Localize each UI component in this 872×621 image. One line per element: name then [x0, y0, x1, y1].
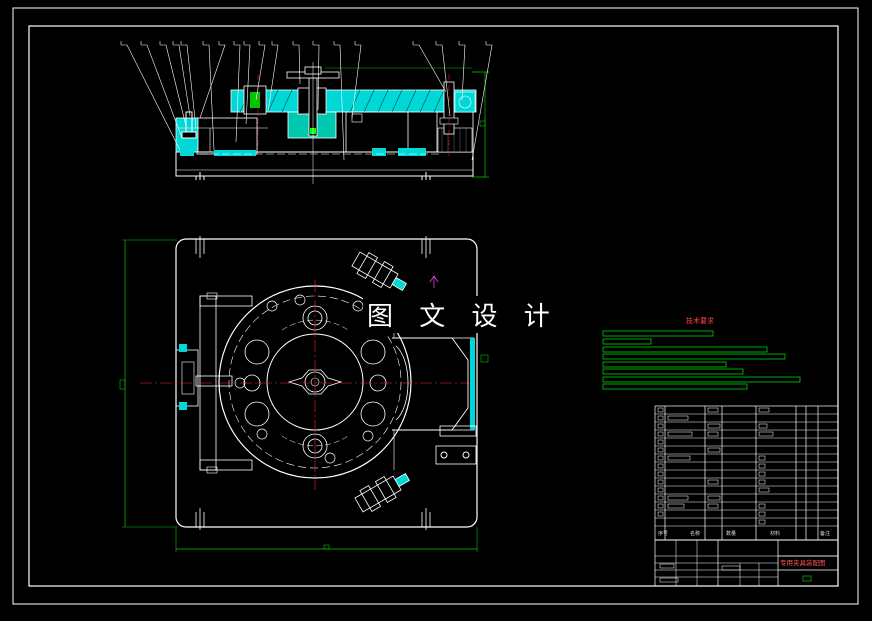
sheet-outer-border	[12, 7, 859, 605]
top-view	[119, 236, 489, 552]
watermark-text: 图 文 设 计	[363, 296, 563, 333]
parts-list-header-name: 名称	[690, 531, 701, 537]
parts-list-header-index: 序号	[658, 531, 669, 537]
technical-notes-title: 技术要求	[686, 317, 714, 325]
parts-list-header-qty: 数量	[726, 531, 737, 537]
parts-list-header-material: 材料	[770, 531, 781, 537]
front-section-view	[120, 41, 493, 184]
parts-list	[654, 405, 839, 587]
sheet-inner-border	[28, 25, 839, 587]
technical-notes	[602, 330, 801, 390]
parts-list-header-remark: 备注	[820, 531, 831, 537]
title-block-drawing-name: 专用夹具装配图	[780, 559, 826, 567]
parts-list-text-marks	[657, 407, 774, 583]
